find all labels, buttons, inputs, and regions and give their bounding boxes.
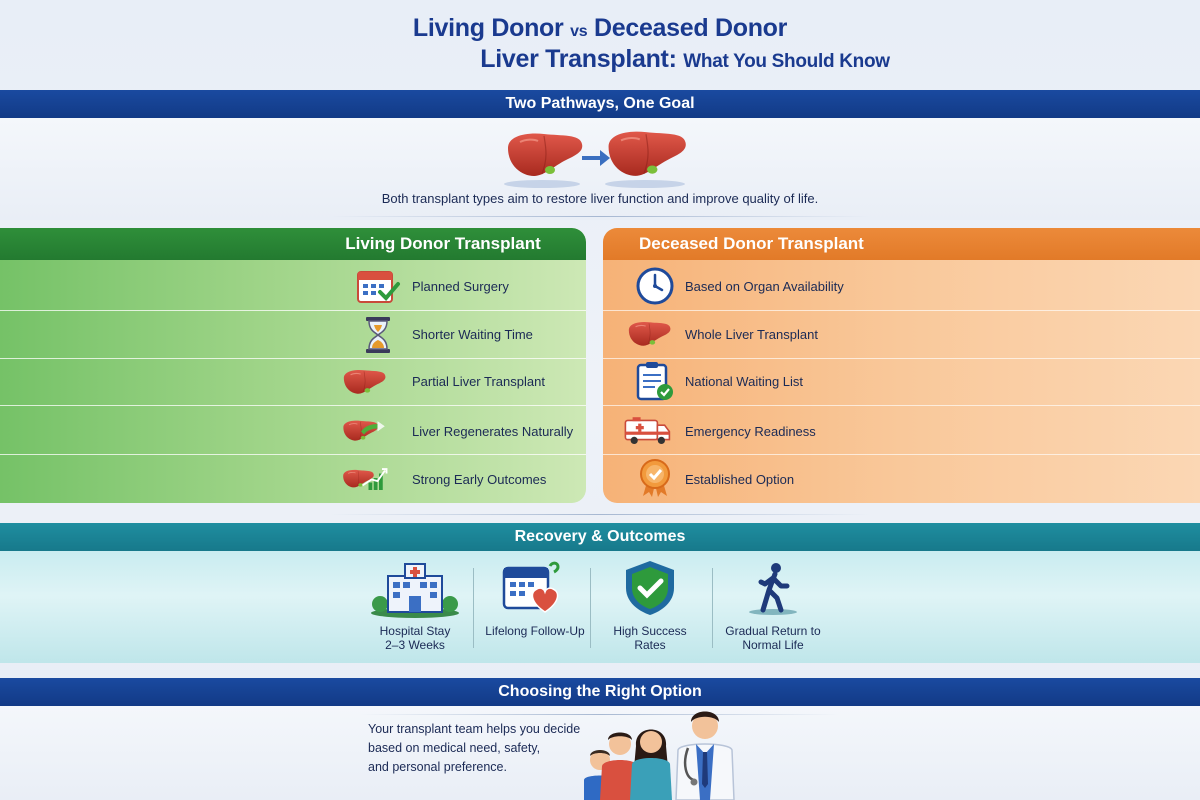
living-donor-heading: Living Donor Transplant [0, 228, 586, 260]
choose-heading: Choosing the Right Option [498, 683, 702, 700]
row-divider [0, 310, 586, 311]
clipboard-check-icon [636, 362, 673, 401]
choose-line: Your transplant team helps you decide [368, 722, 581, 736]
choose-line: and personal preference. [368, 760, 507, 774]
choose-banner: Choosing the Right Option [0, 678, 1200, 706]
liver-regenerate-icon [342, 420, 385, 442]
ambulance-icon [624, 417, 671, 444]
title-subtitle: What You Should Know [683, 51, 890, 72]
page-title-line2: Liver Transplant: What You Should Know [0, 45, 1200, 74]
living-item-label: Planned Surgery [412, 279, 509, 294]
deceased-item-label: Whole Liver Transplant [685, 327, 818, 342]
deceased-donor-heading: Deceased Donor Transplant [603, 228, 1200, 260]
doctor-figure [675, 711, 735, 800]
pathways-heading: Two Pathways, One Goal [505, 95, 695, 112]
column-divider [590, 568, 591, 648]
award-ribbon-icon [640, 459, 670, 497]
living-item-label: Partial Liver Transplant [412, 374, 545, 389]
deceased-donor-panel: Deceased Donor Transplant Based on Organ… [603, 228, 1200, 503]
recovery-section [0, 551, 1200, 663]
pathways-section [0, 118, 1200, 220]
choose-line: based on medical need, safety, [368, 741, 541, 755]
calendar-check-icon [357, 271, 400, 303]
choose-text: Your transplant team helps you decide ba… [368, 720, 580, 777]
hourglass-icon [366, 317, 390, 353]
recovery-item-label: Gradual Return to Normal Life [718, 624, 828, 652]
liver-icon [628, 321, 672, 347]
family-doctor-illustration [584, 711, 735, 800]
liver-growth-chart-icon [342, 468, 388, 490]
living-item-label: Shorter Waiting Time [412, 327, 533, 342]
recovery-item-line1: Gradual Return to [725, 624, 821, 638]
liver-icon [343, 369, 387, 395]
liver-icon [607, 130, 687, 177]
recovery-item-line2: Normal Life [742, 638, 804, 652]
row-divider [0, 358, 586, 359]
page-title-line1: Living Donor vs Deceased Donor [0, 14, 1200, 43]
row-divider [603, 358, 1200, 359]
deceased-item-label: Emergency Readiness [685, 424, 816, 439]
deceased-item-label: National Waiting List [685, 374, 804, 389]
deceased-item-label: Based on Organ Availability [685, 279, 844, 294]
calendar-heart-icon [502, 561, 560, 613]
row-divider [603, 454, 1200, 455]
title-living: Living Donor [412, 14, 564, 42]
parent-figure [630, 729, 672, 800]
recovery-banner: Recovery & Outcomes [0, 523, 1200, 551]
recovery-item-line1: High Success Rates [613, 624, 687, 652]
arrow-right-icon [582, 150, 610, 166]
hospital-icon [371, 563, 459, 618]
recovery-item-label: High Success Rates [598, 624, 702, 652]
row-divider [0, 405, 586, 406]
living-item-label: Liver Regenerates Naturally [412, 424, 574, 439]
parent-figure [600, 732, 640, 800]
pathways-description: Both transplant types aim to restore liv… [381, 191, 819, 206]
divider [330, 216, 870, 217]
divider [330, 514, 870, 515]
title-liver-transplant: Liver Transplant: [480, 45, 677, 73]
title-deceased: Deceased Donor [593, 14, 788, 42]
pathways-banner: Two Pathways, One Goal [0, 90, 1200, 118]
divider [360, 714, 840, 715]
row-divider [603, 310, 1200, 311]
column-divider [712, 568, 713, 648]
recovery-item-line2: 2–3 Weeks [385, 638, 445, 652]
walking-person-icon [749, 563, 797, 615]
recovery-item-line1: Hospital Stay [379, 624, 451, 638]
recovery-item-label: Hospital Stay 2–3 Weeks [360, 624, 470, 652]
recovery-item-line1: Lifelong Follow-Up [485, 624, 585, 638]
row-divider [0, 454, 586, 455]
liver-transfer-illustration [504, 130, 687, 188]
title-vs: vs [570, 23, 588, 40]
recovery-heading: Recovery & Outcomes [514, 528, 686, 545]
shield-check-icon [626, 561, 674, 615]
clock-icon [636, 267, 674, 305]
column-divider [473, 568, 474, 648]
liver-icon [507, 132, 584, 177]
living-donor-panel: Living Donor Transplant Planned Surgery … [0, 228, 586, 503]
recovery-item-label: Lifelong Follow-Up [480, 624, 590, 638]
deceased-item-label: Established Option [685, 472, 795, 487]
living-item-label: Strong Early Outcomes [412, 472, 547, 487]
row-divider [603, 405, 1200, 406]
